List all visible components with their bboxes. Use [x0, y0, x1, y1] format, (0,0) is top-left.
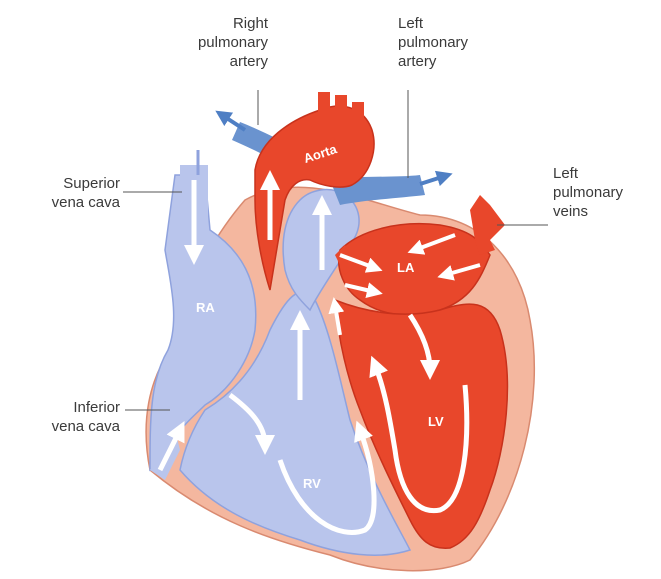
label-right-pulmonary-artery-line2: pulmonary [158, 33, 268, 52]
label-right-pulmonary-artery-line1: Right [158, 14, 268, 33]
label-left-pulmonary-veins-line1: Left [553, 164, 623, 183]
label-left-pulmonary-veins-line3: veins [553, 202, 623, 221]
rv-label: RV [303, 476, 321, 491]
label-inferior-vena-cava: Inferior vena cava [8, 398, 120, 436]
label-left-pulmonary-veins: Left pulmonary veins [553, 164, 623, 221]
label-left-pulmonary-artery-line2: pulmonary [398, 33, 468, 52]
la-label: LA [397, 260, 415, 275]
label-superior-vena-cava: Superior vena cava [8, 174, 120, 212]
label-left-pulmonary-veins-line2: pulmonary [553, 183, 623, 202]
label-right-pulmonary-artery-line3: artery [158, 52, 268, 71]
flow-arrow-lpa-out [420, 176, 445, 184]
label-right-pulmonary-artery: Right pulmonary artery [158, 14, 268, 71]
label-superior-vena-cava-line1: Superior [8, 174, 120, 193]
label-left-pulmonary-artery: Left pulmonary artery [398, 14, 468, 71]
ra-label: RA [196, 300, 215, 315]
label-inferior-vena-cava-line1: Inferior [8, 398, 120, 417]
label-inferior-vena-cava-line2: vena cava [8, 417, 120, 436]
label-left-pulmonary-artery-line1: Left [398, 14, 468, 33]
label-left-pulmonary-artery-line3: artery [398, 52, 468, 71]
aortic-branch-3 [352, 102, 364, 124]
aortic-branch-1 [318, 92, 330, 114]
aortic-branch-2 [335, 95, 347, 117]
flow-arrow-rpa-out [222, 115, 245, 130]
label-superior-vena-cava-line2: vena cava [8, 193, 120, 212]
lv-label: LV [428, 414, 444, 429]
